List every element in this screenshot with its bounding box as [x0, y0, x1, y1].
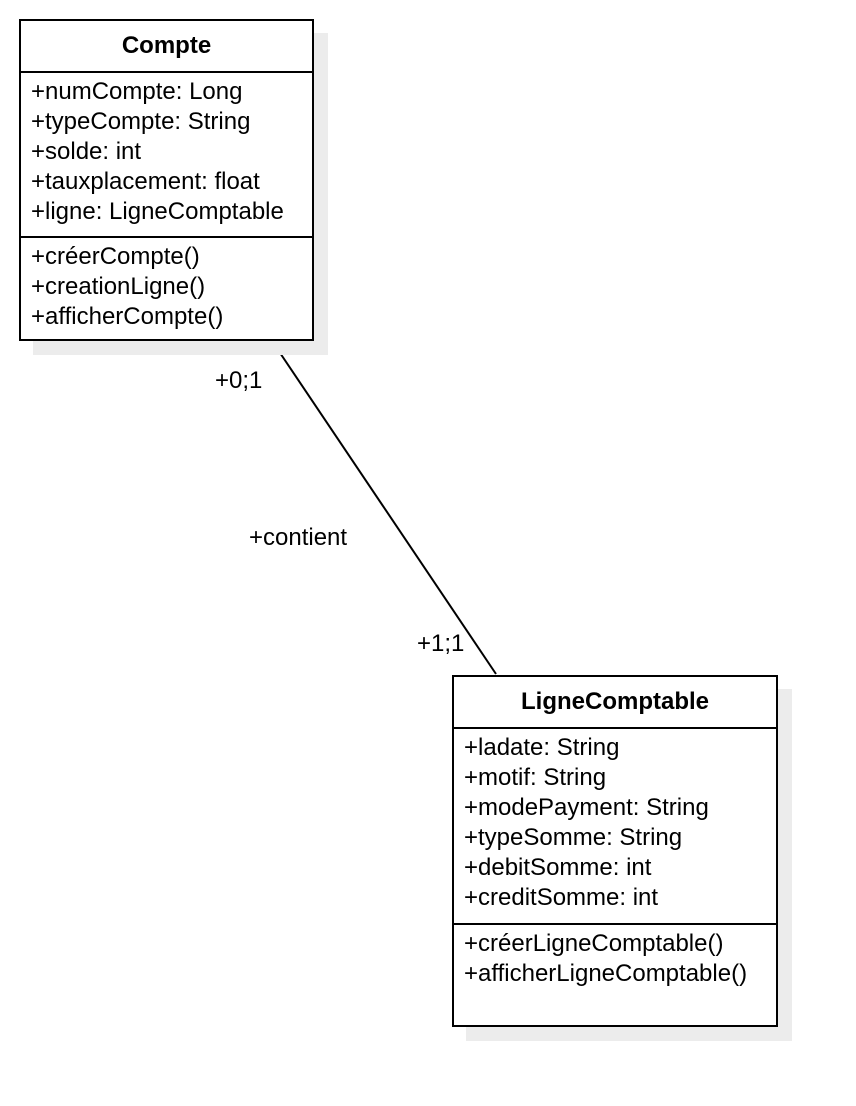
attribute: +motif: String: [464, 764, 607, 791]
class-compte-attributes: +numCompte: Long +typeCompte: String +so…: [21, 73, 312, 238]
method: +créerLigneComptable(): [464, 930, 724, 957]
attribute: +debitSomme: int: [464, 854, 652, 881]
method: +afficherCompte(): [31, 303, 224, 330]
association-name: +contient: [249, 524, 348, 551]
method: +créerCompte(): [31, 243, 200, 270]
attribute: +numCompte: Long: [31, 78, 243, 105]
method: +creationLigne(): [31, 273, 206, 300]
class-compte-methods: +créerCompte() +creationLigne() +affiche…: [21, 238, 312, 332]
attribute: +typeCompte: String: [31, 108, 251, 135]
class-lignecomptable-methods: +créerLigneComptable() +afficherLigneCom…: [454, 925, 776, 989]
attribute: +creditSomme: int: [464, 884, 659, 911]
source-multiplicity: +0;1: [215, 367, 263, 394]
attribute: +tauxplacement: float: [31, 168, 260, 195]
method: +afficherLigneComptable(): [464, 960, 748, 987]
class-compte-name: Compte: [21, 21, 312, 73]
class-lignecomptable-name: LigneComptable: [454, 677, 776, 729]
class-lignecomptable[interactable]: LigneComptable +ladate: String +motif: S…: [452, 675, 778, 1027]
target-multiplicity: +1;1: [417, 630, 465, 657]
class-compte[interactable]: Compte +numCompte: Long +typeCompte: Str…: [19, 19, 314, 341]
association-connector: [271, 340, 497, 675]
attribute: +typeSomme: String: [464, 824, 683, 851]
attribute: +modePayment: String: [464, 794, 709, 821]
class-lignecomptable-attributes: +ladate: String +motif: String +modePaym…: [454, 729, 776, 925]
attribute: +solde: int: [31, 138, 142, 165]
attribute: +ladate: String: [464, 734, 620, 761]
attribute: +ligne: LigneComptable: [31, 198, 284, 225]
